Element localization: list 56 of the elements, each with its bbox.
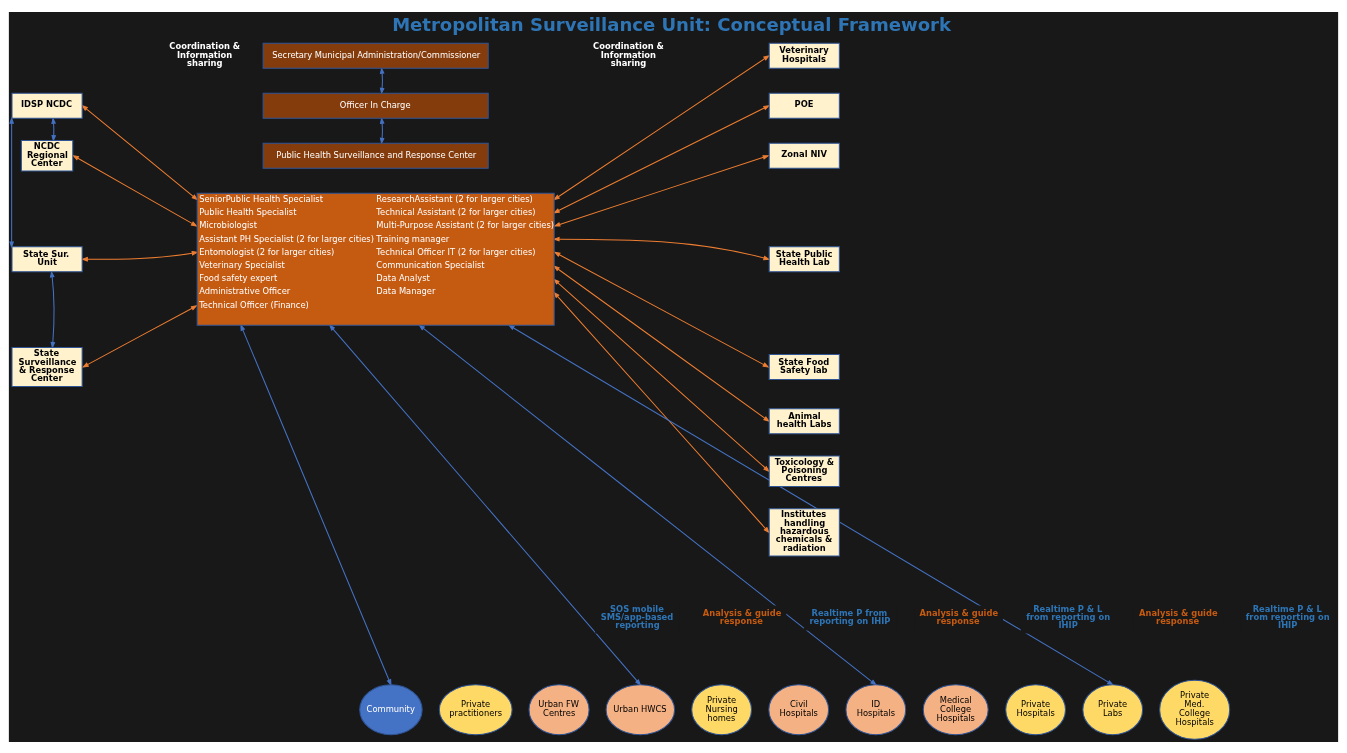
- arrow: [553, 290, 770, 533]
- node-ellipse: Private practitioners: [438, 683, 513, 735]
- arrow: [552, 236, 771, 260]
- arrow: [552, 54, 771, 200]
- label: Realtime P & L from reporting on IHIP: [1245, 603, 1330, 630]
- node-ellipse: Medical College Hospitals: [922, 683, 989, 735]
- label: Coordination & Information sharing: [593, 40, 664, 68]
- node-box: Institutes handling hazardous chemicals & radiation: [768, 507, 840, 556]
- node-box: Toxicology & Poisoning Centres: [768, 454, 840, 487]
- arrow: [553, 251, 770, 368]
- node-box: Animal health Labs: [768, 407, 840, 434]
- node-ellipse: Private Hospitals: [1005, 683, 1066, 735]
- label: Realtime P from reporting on IHIP: [809, 607, 891, 626]
- node-box: State Public Health Lab: [768, 245, 840, 272]
- label: SOS mobile SMS/app-based reporting: [600, 603, 674, 630]
- arrow: [9, 116, 15, 248]
- arrow: [418, 323, 878, 686]
- node-ellipse: ID Hospitals: [845, 683, 907, 735]
- arrow: [553, 154, 770, 227]
- node-box: Officer In Charge: [262, 92, 489, 119]
- node-ellipse: Private Med. College Hospitals: [1159, 679, 1231, 740]
- arrow: [553, 277, 770, 472]
- node-box: POE: [768, 92, 840, 119]
- label: Analysis & guide response: [1139, 607, 1218, 626]
- node-box: SeniorPublic Health Specialist ResearchAssistant (2 for larger cities) Public Health Specialist Technical Assistant (2 for larger cities) Microbiologist Multi-Purpose Assistant (2 for larger cities) Assistant PH Specialist (2 for larger cities) Training manager Entomologist (2 for larger cities) Technical Officer IT (2 for larger cities) Veterinary Specialist Communication Specialist Food safety expert Data Analyst Administrative Officer Data Manager Technical Officer (Finance): [196, 192, 555, 326]
- arrow: [379, 66, 385, 95]
- arrow: [49, 269, 56, 349]
- arrow: [81, 104, 199, 201]
- arrow: [379, 116, 385, 145]
- arrow: [80, 250, 199, 262]
- node-ellipse: Community: [359, 683, 423, 735]
- node-ellipse: Private Nursing homes: [691, 683, 752, 735]
- node-box: Zonal NIV: [768, 142, 840, 169]
- node-ellipse: Private Labs: [1082, 683, 1144, 735]
- arrow: [552, 264, 771, 422]
- arrow: [81, 304, 198, 368]
- node-ellipse: Civil Hospitals: [768, 683, 830, 735]
- node-box: Public Health Surveillance and Response Center: [262, 142, 489, 169]
- arrow: [552, 104, 771, 213]
- node-box: State Surveillance & Response Center: [11, 346, 83, 387]
- node-ellipse: Urban HWCS: [605, 683, 676, 735]
- arrow: [328, 323, 642, 686]
- node-box: State Sur. Unit: [11, 245, 83, 272]
- label: Analysis & guide response: [919, 607, 999, 626]
- arrow: [72, 154, 198, 227]
- node-box: Secretary Municipal Administration/Commissioner: [262, 42, 489, 69]
- label: Realtime P & L from reporting on IHIP: [1026, 603, 1111, 630]
- label: Coordination & Information sharing: [169, 40, 241, 68]
- node-box: IDSP NCDC: [11, 92, 83, 119]
- diagram-title: Metropolitan Surveillance Unit: Conceptual Framework: [392, 13, 952, 35]
- arrow: [240, 323, 392, 686]
- node-box: Veterinary Hospitals: [768, 42, 840, 69]
- node-ellipse: Urban FW Centres: [528, 683, 590, 735]
- node-box: NCDC Regional Center: [20, 139, 74, 172]
- node-box: State Food Safety lab: [768, 353, 840, 380]
- label: Analysis & guide response: [702, 607, 782, 626]
